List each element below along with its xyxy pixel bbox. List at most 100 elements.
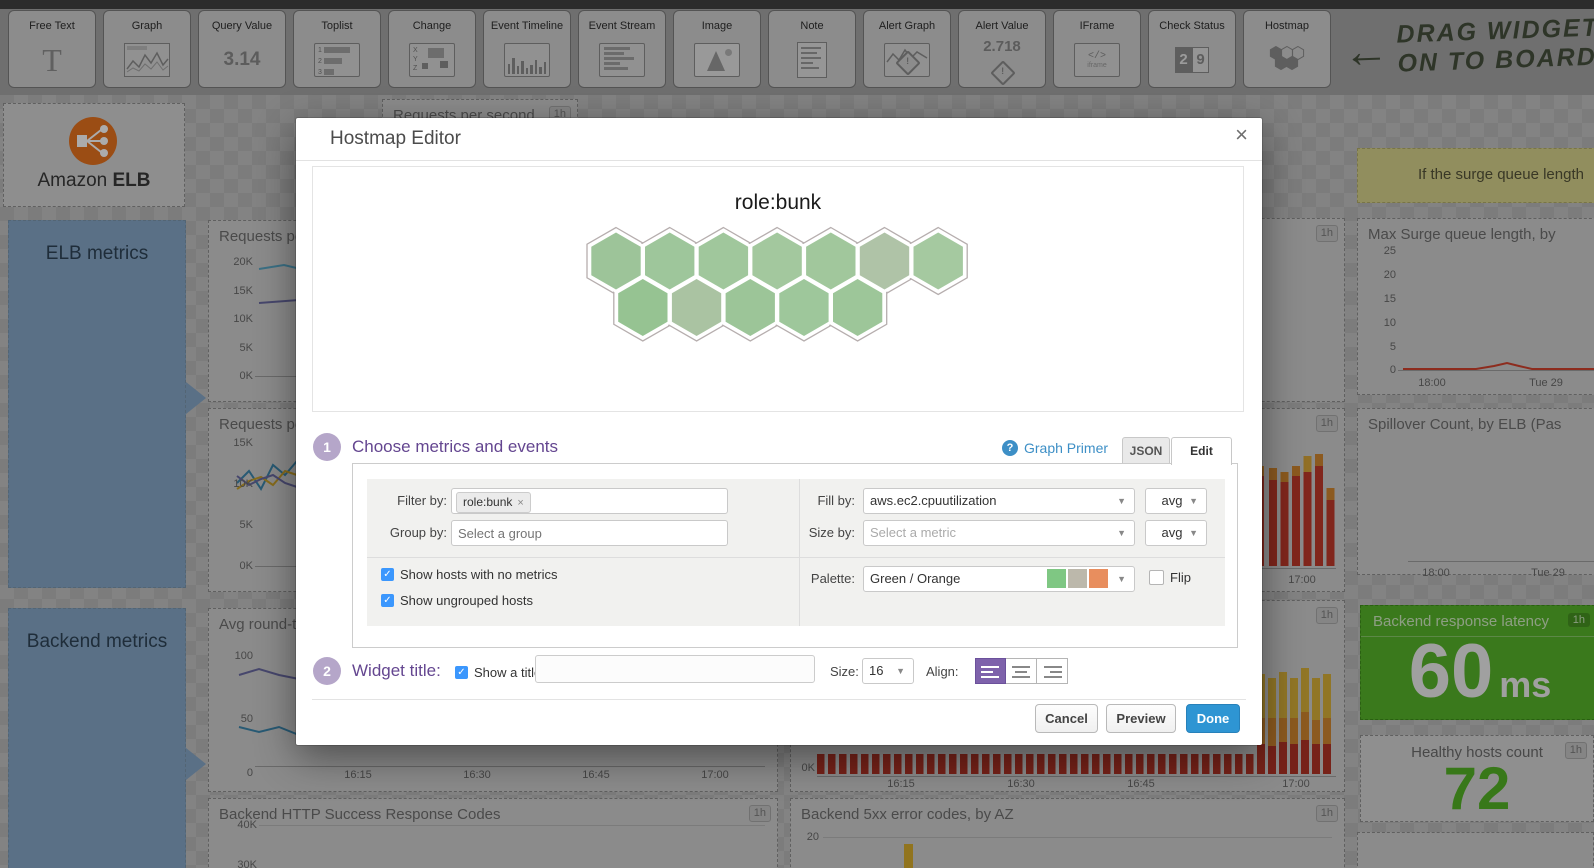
size-agg-select[interactable]: avg ▼ xyxy=(1145,520,1207,546)
palette-tile-image[interactable]: Image xyxy=(673,10,761,88)
axis-label: 15K xyxy=(233,285,253,297)
chart-title: Spillover Count, by ELB (Pas xyxy=(1368,416,1562,433)
chart-title: Backend 5xx error codes, by AZ xyxy=(801,806,1014,823)
axis-label: 17:00 xyxy=(1288,574,1316,586)
size-by-select[interactable]: Select a metric ▼ xyxy=(863,520,1135,546)
query-value-icon: 3.14 xyxy=(223,48,261,70)
preview-button[interactable]: Preview xyxy=(1106,704,1176,733)
palette-tile-hostmap[interactable]: Hostmap xyxy=(1243,10,1331,88)
fill-by-select[interactable]: aws.ec2.cpuutilization ▼ xyxy=(863,488,1135,514)
widget-title-input[interactable] xyxy=(535,655,815,683)
done-button[interactable]: Done xyxy=(1186,704,1240,733)
hostmap-icon xyxy=(1244,32,1330,87)
axis-label: 15K xyxy=(233,437,253,449)
hostmap-preview: role:bunk xyxy=(312,166,1244,412)
gridline xyxy=(823,837,1332,838)
palette-tile-alert-value[interactable]: Alert Value 2.718! xyxy=(958,10,1046,88)
tile-label: Event Stream xyxy=(588,20,656,32)
alert-value-icon: 2.718! xyxy=(959,32,1045,87)
palette-swatches xyxy=(1047,569,1108,588)
healthy-hosts-title: Healthy hosts count xyxy=(1411,744,1543,761)
chevron-down-icon: ▼ xyxy=(1117,574,1126,584)
close-icon[interactable]: × xyxy=(1235,122,1248,147)
note-icon xyxy=(769,32,855,87)
tile-label: Check Status xyxy=(1159,20,1225,32)
divider xyxy=(799,479,800,626)
axis-label: 25 xyxy=(1383,245,1396,257)
palette-tile-event-timeline[interactable]: Event Timeline xyxy=(483,10,571,88)
palette-tile-note[interactable]: Note xyxy=(768,10,856,88)
bar-chart xyxy=(791,601,1344,791)
iframe-icon: </>iframe xyxy=(1054,32,1140,87)
tile-label: IFrame xyxy=(1079,20,1115,32)
align-right-button[interactable] xyxy=(1037,658,1068,684)
tile-label: Alert Value xyxy=(975,20,1029,32)
chart-title: Backend HTTP Success Response Codes xyxy=(219,806,501,823)
axis-label: 20 xyxy=(806,831,819,843)
step-2-badge: 2 xyxy=(313,657,341,685)
align-center-button[interactable] xyxy=(1006,658,1037,684)
palette-select[interactable]: Green / Orange ▼ xyxy=(863,566,1135,592)
checkbox-checked-icon: ✓ xyxy=(455,666,468,679)
widget-backend-metrics-note[interactable]: Backend metrics xyxy=(8,608,186,868)
axis-label: 16:30 xyxy=(1007,778,1035,790)
widget-elb-metrics-note[interactable]: ELB metrics xyxy=(8,220,186,588)
group-by-input[interactable] xyxy=(451,520,728,546)
align-left-button[interactable] xyxy=(975,658,1006,684)
timeframe-badge: 1h xyxy=(1315,607,1338,624)
tag-remove-icon[interactable]: × xyxy=(517,497,524,509)
group-by-label: Group by: xyxy=(389,525,447,540)
fill-agg-select[interactable]: avg ▼ xyxy=(1145,488,1207,514)
title-size-select[interactable]: 16 ▼ xyxy=(862,658,914,684)
axis-label: 5K xyxy=(239,519,253,531)
widget-backend-http-success[interactable]: Backend HTTP Success Response Codes 1h 4… xyxy=(208,798,778,868)
event-timeline-icon xyxy=(484,32,570,87)
axis-label: 16:15 xyxy=(344,769,372,781)
chart-title: Max Surge queue length, by xyxy=(1368,226,1556,243)
tab-json[interactable]: JSON xyxy=(1122,437,1170,464)
axis-label: 50 xyxy=(240,713,253,725)
axis-label: 17:00 xyxy=(1282,778,1310,790)
tile-label: Event Timeline xyxy=(490,20,564,32)
axis-label: 18:00 xyxy=(1418,377,1446,389)
widget-amazon-elb[interactable]: Amazon ELB xyxy=(3,103,185,207)
axis-label: 16:45 xyxy=(1127,778,1155,790)
align-buttons xyxy=(975,658,1068,684)
palette-tile-free-text[interactable]: Free Text T xyxy=(8,10,96,88)
elb-metrics-label: ELB metrics xyxy=(45,243,149,264)
axis-label: 18:00 xyxy=(1422,567,1450,579)
timeframe-badge: 1h xyxy=(1567,613,1590,627)
flip-checkbox[interactable]: Flip xyxy=(1149,570,1191,585)
show-title-checkbox[interactable]: ✓ Show a title: xyxy=(455,665,545,680)
tile-label: Toplist xyxy=(321,20,353,32)
palette-tile-event-stream[interactable]: Event Stream xyxy=(578,10,666,88)
widget-backend-5xx[interactable]: Backend 5xx error codes, by AZ 1h 20 xyxy=(790,798,1345,868)
filter-by-input[interactable]: role:bunk× xyxy=(451,488,728,514)
cancel-button[interactable]: Cancel xyxy=(1035,704,1098,733)
axis-label: 16:30 xyxy=(463,769,491,781)
group-by-field[interactable] xyxy=(452,521,727,545)
tab-edit[interactable]: Edit xyxy=(1171,437,1232,465)
palette-tile-iframe[interactable]: IFrame </>iframe xyxy=(1053,10,1141,88)
palette-tile-alert-graph[interactable]: Alert Graph ! xyxy=(863,10,951,88)
filter-tag[interactable]: role:bunk× xyxy=(456,492,531,513)
widget-surge-note[interactable]: If the surge queue length xyxy=(1357,148,1594,203)
show-ungrouped-checkbox[interactable]: ✓ Show ungrouped hosts xyxy=(381,593,533,608)
palette-tile-query-value[interactable]: Query Value 3.14 xyxy=(198,10,286,88)
hostmap-hexagons[interactable] xyxy=(553,221,1003,345)
palette-tile-graph[interactable]: Graph xyxy=(103,10,191,88)
top-strip xyxy=(0,0,1594,9)
graph-primer-link[interactable]: ? Graph Primer xyxy=(1002,440,1108,456)
show-no-metrics-checkbox[interactable]: ✓ Show hosts with no metrics xyxy=(381,567,558,582)
timeframe-badge: 1h xyxy=(1564,742,1587,759)
widget-healthy-hosts[interactable]: Healthy hosts count 1h 72 xyxy=(1360,735,1594,822)
